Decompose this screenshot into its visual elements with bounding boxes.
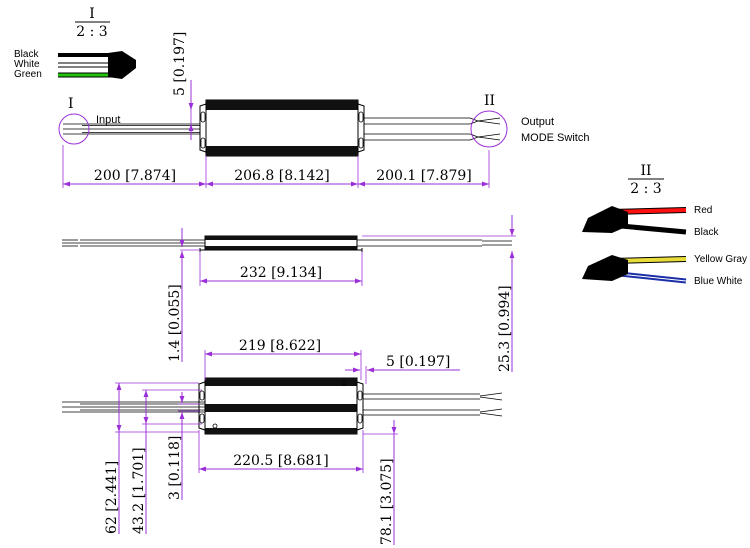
detail-i-roman: I (89, 6, 95, 22)
dim-height-top: 5 [0.197] (172, 32, 188, 96)
wire-label-red: Red (694, 205, 712, 216)
detail-i: I 2 : 3 Black White Green (14, 6, 136, 80)
wire-label-white: White (14, 59, 40, 70)
callout-ii-circle (470, 110, 508, 148)
dim-total-width: 62 [2.441] (104, 461, 120, 534)
dim-length-bottom: 220.5 [8.681] (233, 453, 329, 469)
callout-i-label: I (68, 96, 74, 112)
wire-label-black: Black (14, 49, 39, 60)
wire-label-black-ii: Black (694, 227, 719, 238)
top-view: I Input II Output MODE Switch (58, 32, 589, 188)
output-label: Output (521, 116, 554, 128)
dim-mount-spacing: 219 [8.622] (239, 338, 321, 354)
dim-flange-thickness: 1.4 [0.055] (167, 284, 183, 362)
wire-label-green: Green (14, 69, 42, 80)
top-view-body (199, 99, 365, 157)
side-view: 232 [9.134] 1.4 [0.055] 25.3 [0.994] (62, 215, 516, 372)
dim-input-length: 200 [7.874] (94, 168, 176, 184)
callout-i-circle (58, 113, 90, 145)
detail-i-wire-bundle (58, 51, 136, 79)
dim-slot-size: 3 [0.118] (167, 436, 183, 500)
bottom-view: 219 [8.622] 5 [0.197] 62 [2.441] 43.2 [1… (62, 338, 503, 545)
detail-ii: II 2 : 3 Red Black Yellow Gray Blue Whit… (582, 163, 747, 287)
detail-ii-lower-bundle (582, 255, 687, 284)
input-label: Input (96, 114, 120, 126)
callout-ii-label: II (484, 93, 495, 109)
detail-ii-upper-bundle (582, 206, 687, 235)
dim-body-width: 43.2 [1.701] (131, 447, 147, 534)
dim-slot-offset: 5 [0.197] (386, 354, 450, 370)
dim-overall-body: 232 [9.134] (240, 265, 322, 281)
detail-i-scale: 2 : 3 (76, 24, 107, 40)
dim-output-offset: 78.1 [3.075] (379, 458, 395, 545)
dim-body-length: 206.8 [8.142] (234, 168, 330, 184)
wire-label-blue-white: Blue White (694, 276, 743, 287)
dim-output-length: 200.1 [7.879] (376, 168, 472, 184)
mode-switch-label: MODE Switch (521, 132, 589, 144)
detail-ii-scale: 2 : 3 (630, 181, 661, 197)
detail-ii-roman: II (640, 163, 651, 179)
wire-label-yellow-gray: Yellow Gray (694, 254, 747, 265)
dim-total-height: 25.3 [0.994] (497, 285, 513, 372)
